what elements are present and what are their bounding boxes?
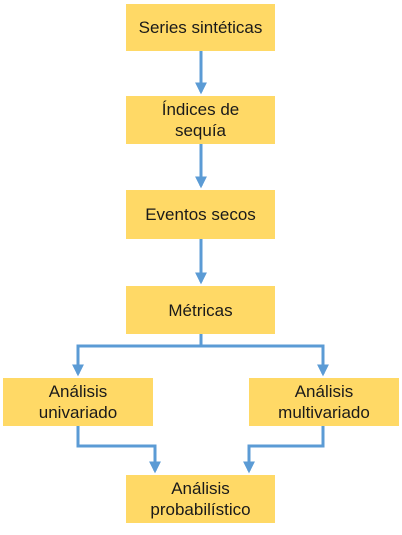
edge-metricas-to-univariado (72, 334, 203, 377)
node-eventos-secos: Eventos secos (126, 190, 275, 239)
node-indices-de-sequia: Índices de sequía (126, 96, 275, 144)
node-label: Índices de sequía (161, 100, 240, 140)
edge-multivariado-to-probabilistico (243, 426, 325, 474)
node-metricas: Métricas (126, 286, 275, 334)
node-series-sinteticas: Series sintéticas (126, 4, 275, 51)
node-label: Series sintéticas (138, 18, 263, 37)
edge-univariado-to-probabilistico (76, 426, 161, 474)
node-label: Análisis probabilístico (150, 479, 251, 519)
node-label: Eventos secos (145, 205, 256, 224)
node-analisis-univariado: Análisis univariado (3, 378, 153, 426)
node-analisis-multivariado: Análisis multivariado (249, 378, 399, 426)
node-label: Métricas (168, 300, 233, 320)
node-label: Análisis multivariado (278, 382, 370, 422)
node-analisis-probabilistico: Análisis probabilístico (126, 475, 275, 523)
node-label: Análisis univariado (38, 382, 118, 422)
edge-metricas-to-multivariado (201, 344, 329, 377)
